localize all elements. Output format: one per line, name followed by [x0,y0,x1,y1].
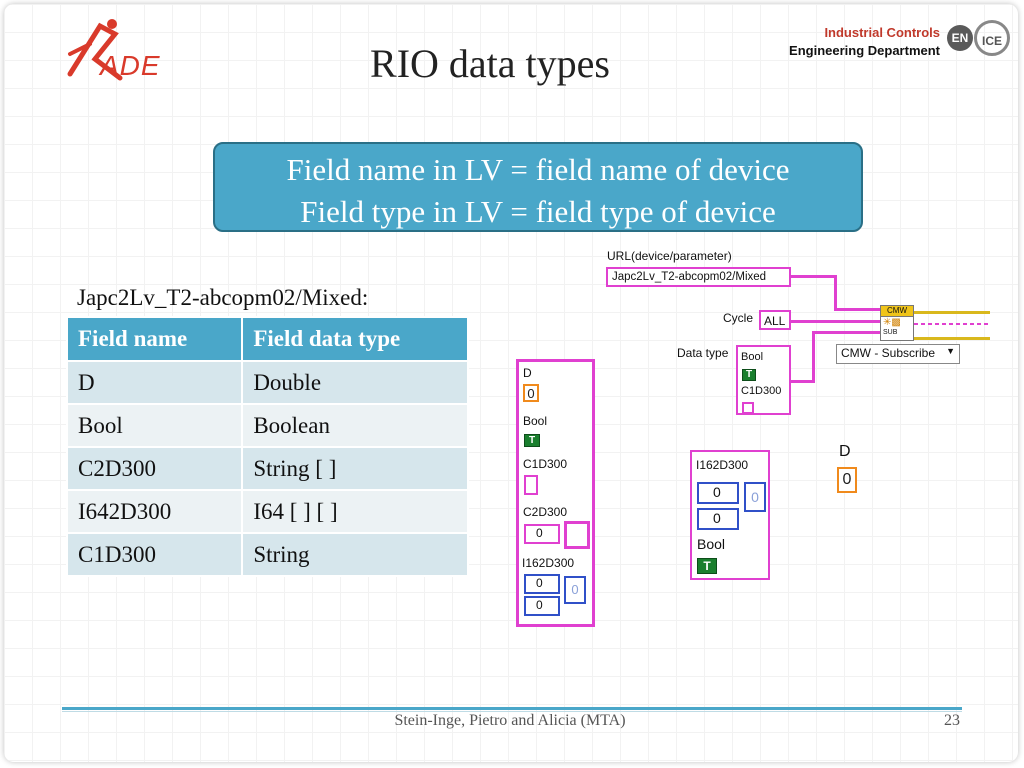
footer-divider [62,707,962,710]
en-badge-icon: EN [947,25,973,51]
url-wire [834,308,880,311]
url-wire [834,275,837,310]
mid-bool-label: Bool [697,536,726,552]
subscribe-value: CMW - Subscribe [841,346,936,360]
cycle-constant[interactable]: ALL [759,310,791,330]
cycle-label: Cycle [723,311,754,325]
dt-bool-icon: T [742,369,756,381]
mid-idx2: 0 [697,508,739,530]
cell-field-type: String [241,532,469,577]
dt-c1d300-label: C1D300 [741,385,782,397]
i162d300-idx1-value: 0 [536,576,543,590]
asterisk-icon: ✳▩ [883,317,901,328]
mid-idx1-value: 0 [713,484,721,500]
output-wire [914,323,990,325]
right-d-label: D [839,443,851,460]
datatype-cluster[interactable]: Bool T C1D300 [736,345,791,415]
table-row: Bool Boolean [65,403,469,448]
table-header-row: Field name Field data type [65,316,469,362]
table-row: C2D300 String [ ] [65,446,469,491]
cell-field-type: I64 [ ] [ ] [241,489,469,534]
mid-idx1: 0 [697,482,739,504]
dept-line-1: Industrial Controls [824,25,940,40]
cell-field-name: C2D300 [65,446,244,491]
callout-line-1: Field name in LV = field name of device [286,152,790,187]
sub-label: SUB [883,329,898,336]
mid-cluster-indicator[interactable]: I162D300 0 0 0 Bool T [690,450,770,580]
chevron-down-icon: ▼ [946,346,955,356]
cell-field-name: D [65,360,244,405]
cell-field-name: Bool [65,403,244,448]
cmw-node-label: CMW [881,306,913,317]
c1d300-string [524,475,538,495]
labview-diagram: URL(device/parameter) Japc2Lv_T2-abcopm0… [500,245,990,635]
callout-line-2: Field type in LV = field type of device [300,194,776,229]
i162d300-element-value: 0 [571,582,579,597]
table-row: I642D300 I64 [ ] [ ] [65,489,469,534]
logo-text: ADE [100,50,161,81]
rade-logo-icon [67,19,123,81]
output-wire [914,337,990,340]
i162d300-idx2-value: 0 [536,598,543,612]
page-number: 23 [944,712,960,729]
mid-i162d300-label: I162D300 [696,458,749,472]
i162d300-idx2: 0 [524,596,560,616]
device-subtitle: Japc2Lv_T2-abcopm02/Mixed: [77,285,369,310]
datatype-wire [812,333,815,383]
output-wire [914,311,990,314]
ice-badge-icon: ICE [974,20,1010,56]
i162d300-element: 0 [564,576,586,604]
header-field-type: Field data type [241,316,469,362]
bool-label: Bool [523,414,548,428]
left-cluster-indicator[interactable]: D 0 Bool T C1D300 C2D300 0 I162D300 0 0 … [516,359,595,627]
url-wire [791,275,837,278]
footer-authors: Stein-Inge, Pietro and Alicia (MTA) [394,712,626,729]
datatype-wire [812,331,880,334]
slide-title: RIO data types [370,41,610,86]
mid-element-value: 0 [751,489,759,505]
footer-divider-thin [62,711,962,712]
mid-idx2-value: 0 [713,510,721,526]
i162d300-label: I162D300 [522,556,575,570]
cell-field-name: C1D300 [65,532,244,577]
table-row: D Double [65,360,469,405]
dt-bool-label: Bool [741,351,764,363]
bool-led-icon: T [524,434,540,447]
table-row: C1D300 String [65,532,469,577]
mid-element: 0 [744,482,766,512]
c1d300-label: C1D300 [523,457,568,471]
i162d300-idx1: 0 [524,574,560,594]
callout-box: Field name in LV = field name of device … [213,142,863,232]
cycle-wire [791,320,880,323]
cell-field-type: Boolean [241,403,469,448]
datatype-label: Data type [677,346,729,360]
dept-line-2: Engineering Department [789,43,940,58]
right-d-value[interactable]: 0 [837,467,857,493]
subscribe-select[interactable]: CMW - Subscribe ▼ [836,344,960,364]
datatype-wire [791,380,815,383]
fields-table: Field name Field data type D Double Bool… [65,316,469,577]
header-field-name: Field name [65,316,244,362]
url-constant[interactable]: Japc2Lv_T2-abcopm02/Mixed [606,267,791,287]
cell-field-type: Double [241,360,469,405]
d-label: D [523,366,532,380]
c2d300-label: C2D300 [523,505,568,519]
cmw-node[interactable]: CMW ✳▩ SUB [880,305,914,341]
mid-bool-led-icon: T [697,558,717,574]
d-value: 0 [523,384,539,402]
c2d300-element [564,521,590,549]
cell-field-type: String [ ] [241,446,469,491]
c2d300-index-value: 0 [536,526,543,540]
c2d300-index: 0 [524,524,560,544]
url-label: URL(device/parameter) [607,249,732,263]
cell-field-name: I642D300 [65,489,244,534]
dt-string-box [742,402,754,414]
